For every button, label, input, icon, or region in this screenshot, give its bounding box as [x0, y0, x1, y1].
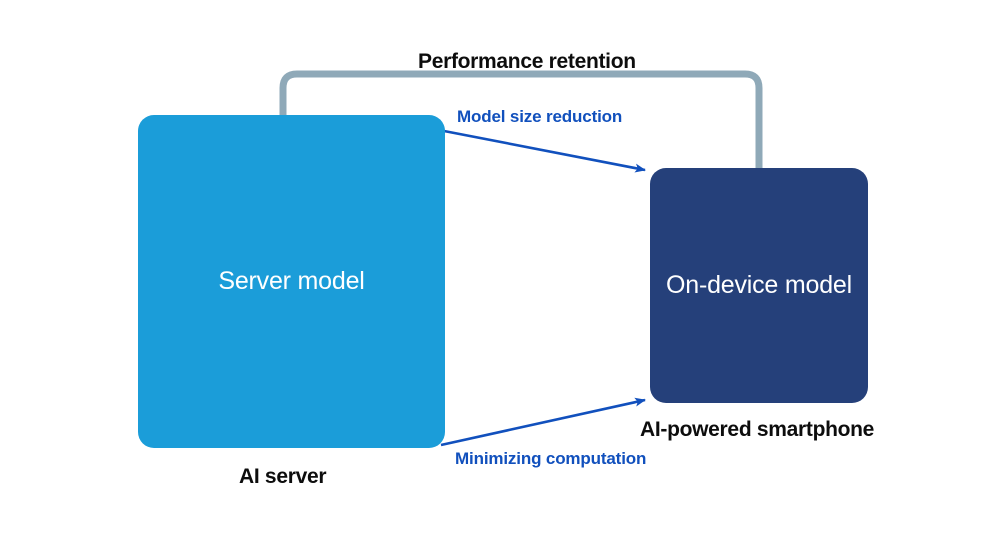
model-size-reduction-connector [443, 129, 646, 173]
on-device-model-node[interactable]: On-device model [650, 168, 868, 403]
minimizing-computation-label: Minimizing computation [455, 449, 647, 468]
model-size-reduction-label: Model size reduction [457, 107, 623, 126]
performance-retention-caption: Performance retention [418, 50, 636, 73]
server-model-node[interactable]: Server model [138, 115, 445, 448]
performance-retention-connector [279, 70, 763, 180]
on-device-model-label: On-device model [666, 271, 852, 299]
server-model-label: Server model [218, 267, 365, 295]
ai-powered-smartphone-caption: AI-powered smartphone [640, 418, 875, 441]
ai-server-caption: AI server [239, 465, 327, 488]
minimizing-computation-connector [440, 397, 646, 447]
